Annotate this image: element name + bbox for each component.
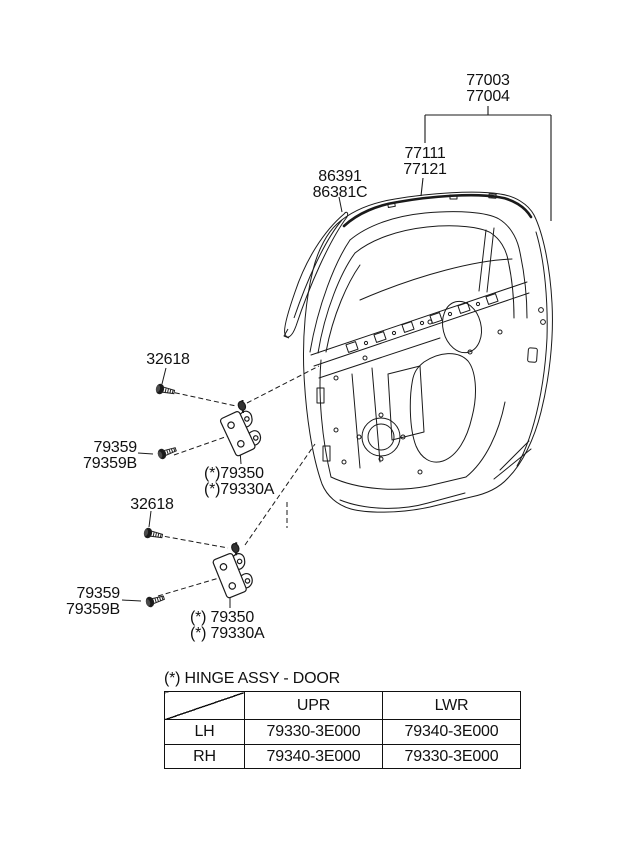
part-number-cell: 79330-3E000 (244, 719, 383, 745)
column-header-lwr: LWR (382, 691, 521, 720)
table-header-row: UPR LWR (164, 691, 521, 720)
part-number: 32618 (146, 351, 190, 368)
screw-upper-icon (154, 382, 176, 398)
part-number: 77004 (466, 87, 510, 105)
part-number: 79359B (66, 600, 120, 618)
dashed-leader-lines (156, 365, 320, 597)
screw-lower-icon (142, 526, 164, 542)
callout-screw-lower: 32618 (102, 497, 202, 513)
hinge-assy-note: (*) HINGE ASSY - DOOR (164, 670, 340, 687)
part-number: 79359B (83, 454, 137, 472)
part-number: 32618 (130, 496, 174, 513)
part-number: (*)79350 (204, 465, 264, 482)
part-number: (*) 79330A (190, 624, 265, 642)
callout-bracket (420, 106, 552, 221)
door-panel-drawing (302, 191, 553, 513)
part-number: 86381C (312, 183, 368, 201)
table-corner-cell (164, 691, 245, 720)
part-number-cell: 79340-3E000 (382, 719, 521, 745)
column-header-upr: UPR (244, 691, 383, 720)
callout-screw-upper: 32618 (118, 352, 218, 368)
part-number: 79359 (76, 585, 121, 602)
table-row: RH 79340-3E000 79330-3E000 (164, 744, 521, 769)
part-number: (*) 79350 (190, 609, 255, 626)
part-number: 77121 (403, 160, 447, 178)
hinge-part-table: UPR LWR LH 79330-3E000 79340-3E000 RH 79… (164, 691, 521, 769)
row-label-rh: RH (164, 744, 245, 769)
part-number: 86391 (318, 168, 362, 185)
part-number: 77111 (404, 145, 446, 162)
tape-strip-drawing (283, 211, 349, 339)
bolt-upper-icon (156, 444, 178, 461)
part-number-cell: 79340-3E000 (244, 744, 383, 769)
row-label-lh: LH (164, 719, 245, 745)
bolt-lower-icon (144, 592, 166, 609)
part-number: (*)79330A (204, 480, 275, 498)
callout-hinge-lower: (*) 79350(*) 79330A (190, 609, 265, 642)
part-number: 79359 (93, 439, 138, 456)
part-number: 77003 (466, 72, 510, 89)
leader-lines (121, 196, 343, 608)
part-number-cell: 79330-3E000 (382, 744, 521, 769)
lower-hinge-drawing (208, 540, 257, 600)
table-row: LH 79330-3E000 79340-3E000 (164, 719, 521, 745)
upper-hinge-drawing (215, 398, 266, 458)
callout-hinge-upper: (*)79350(*)79330A (204, 465, 275, 498)
